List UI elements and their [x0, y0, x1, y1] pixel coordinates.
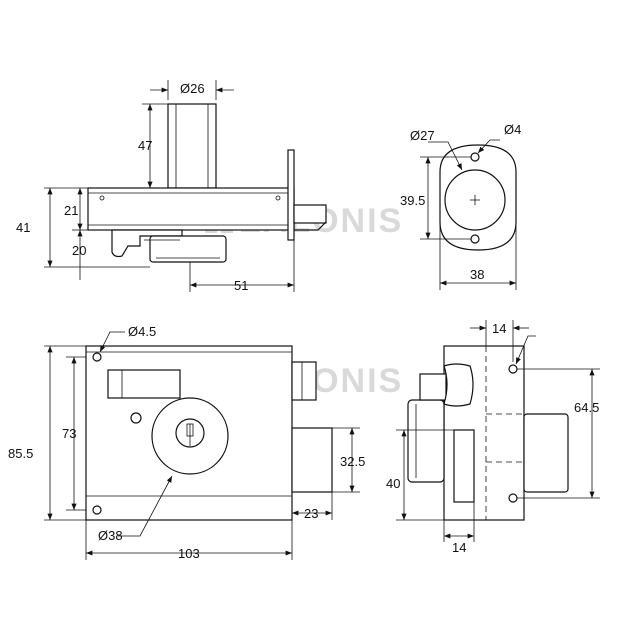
front-latch-recess [107, 369, 181, 399]
right-cylinder [407, 399, 445, 483]
right-hole-top [508, 364, 518, 374]
front-view: Ø4.5 73 85.5 32.5 23 Ø38 103 [8, 324, 365, 561]
front-screw-hole-top [92, 352, 102, 362]
right-knob [443, 363, 474, 407]
lower-housing [149, 235, 227, 263]
right-hole-bottom [508, 493, 518, 503]
side-view: Ø26 47 41 21 20 51 [16, 80, 327, 293]
dim-height-32-5: 32.5 [340, 454, 365, 469]
dim-height-73: 73 [62, 426, 76, 441]
cylinder-body [167, 103, 217, 189]
front-screw-hole-bottom [92, 505, 102, 515]
right-knob-base [419, 373, 447, 401]
right-deadbolt [523, 413, 569, 493]
dim-diameter-4: Ø4 [504, 122, 521, 137]
dim-diameter-38: Ø38 [98, 528, 123, 543]
front-deadbolt [291, 427, 333, 493]
dim-diameter-26: Ø26 [180, 81, 205, 96]
dim-height-41: 41 [16, 220, 30, 235]
dim-diameter-27: Ø27 [410, 128, 435, 143]
rosette-hole-top [470, 152, 480, 162]
rosette-hole-bottom [470, 234, 480, 244]
hook [111, 229, 183, 258]
latch-bolt [293, 204, 327, 224]
dim-offset-14-top: 14 [492, 321, 506, 336]
flange-plate [287, 149, 295, 241]
dim-height-47: 47 [138, 138, 152, 153]
dim-height-21: 21 [64, 203, 78, 218]
right-view: 14 64.5 40 14 [386, 320, 600, 555]
dim-screw-4-5: Ø4.5 [128, 324, 156, 339]
dim-width-51: 51 [234, 278, 248, 293]
dim-offset-14-bottom: 14 [452, 540, 466, 555]
rosette-view: Ø27 Ø4 39.5 38 [400, 122, 521, 290]
dim-spacing-64-5: 64.5 [574, 400, 599, 415]
front-latch [291, 361, 317, 401]
dim-width-103: 103 [178, 546, 200, 561]
right-bolt-slot [453, 429, 475, 503]
dim-height-20: 20 [72, 243, 86, 258]
dim-width-23: 23 [304, 506, 318, 521]
case-body [87, 187, 295, 231]
dim-width-38: 38 [470, 267, 484, 282]
dim-spacing-39-5: 39.5 [400, 193, 425, 208]
dim-depth-40: 40 [386, 476, 400, 491]
dim-height-85-5: 85.5 [8, 446, 33, 461]
